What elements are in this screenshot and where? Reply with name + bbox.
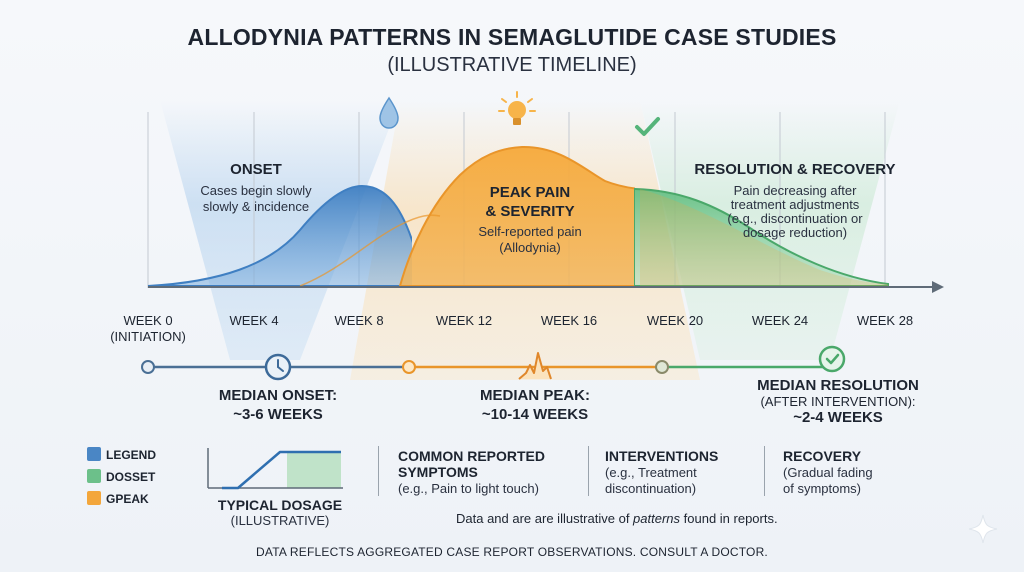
median-peak-value: ~10-14 WEEKS [481, 406, 589, 423]
resolution-title: RESOLUTION & RECOVERY [694, 161, 896, 178]
symptoms-title-2: SYMPTOMS [398, 464, 478, 480]
resolution-underlay [640, 189, 888, 286]
median-onset-value: ~3-6 WEEKS [233, 406, 323, 423]
peak-desc-2: (Allodynia) [499, 240, 561, 255]
checkmark-icon [635, 117, 660, 136]
median-peak-label: MEDIAN PEAK: [479, 387, 590, 404]
note-text-after: found in reports. [680, 511, 778, 526]
dosage-chart [207, 448, 343, 490]
note-text-before: Data and are are illustrative of [456, 511, 634, 526]
note-text-emphasis: patterns [633, 511, 681, 526]
divider-3 [764, 446, 765, 496]
week-label-2: WEEK 8 [334, 313, 384, 328]
page-subtitle: (ILLUSTRATIVE TIMELINE) [387, 54, 637, 76]
interventions-text-1: (e.g., Treatment [605, 465, 697, 480]
symptoms-text: (e.g., Pain to light touch) [398, 481, 539, 496]
legend-label-0: LEGEND [106, 448, 157, 462]
recovery-text-2: of symptoms) [783, 481, 862, 496]
median-resolution-value: ~2-4 WEEKS [793, 409, 883, 426]
resolution-desc-3: (e.g., discontinuation or [727, 211, 863, 226]
resolution-desc-2: treatment adjustments [730, 197, 860, 212]
peak-tail-curve [299, 214, 441, 287]
peak-desc-1: Self-reported pain [478, 224, 582, 239]
week-label-0: WEEK 0 [123, 313, 173, 328]
resolution-desc-4: dosage reduction) [742, 225, 848, 240]
axis-arrowhead [932, 281, 944, 293]
legend-swatch-0 [87, 447, 101, 461]
week-label-4: WEEK 16 [540, 313, 598, 328]
onset-beam [160, 100, 400, 360]
week-label-1: WEEK 4 [229, 313, 279, 328]
sparkle-icon [968, 514, 998, 544]
clock-icon [264, 353, 292, 381]
page-title: ALLODYNIA PATTERNS IN SEMAGLUTIDE CASE S… [187, 24, 837, 50]
legend-swatch-1 [87, 469, 101, 483]
median-resolution-sub: (AFTER INTERVENTION): [760, 394, 916, 409]
footer-disclaimer: DATA REFLECTS AGGREGATED CASE REPORT OBS… [256, 545, 768, 559]
interventions-title: INTERVENTIONS [605, 448, 719, 464]
onset-desc-2: slowly & incidence [202, 199, 310, 214]
recovery-text-1: (Gradual fading [783, 465, 873, 480]
resolution-desc-1: Pain decreasing after [733, 183, 857, 198]
dosage-title: TYPICAL DOSAGE [217, 497, 343, 513]
lightbulb-icon [498, 91, 536, 125]
resolution-curve [634, 187, 889, 287]
water-drop-icon [379, 96, 399, 129]
week-label-6: WEEK 24 [751, 313, 809, 328]
divider-1 [378, 446, 379, 496]
onset-title: ONSET [230, 161, 282, 178]
divider-2 [588, 446, 589, 496]
median-resolution-label: MEDIAN RESOLUTION [757, 377, 919, 394]
peak-curve [398, 145, 635, 287]
recovery-title: RECOVERY [783, 448, 862, 464]
onset-desc-1: Cases begin slowly [200, 183, 312, 198]
interventions-text-2: discontinuation) [605, 481, 697, 496]
peak-spike-icon [518, 352, 552, 380]
legend-label-1: DOSSET [106, 470, 156, 484]
illustrative-note: Data and are are illustrative of pattern… [456, 511, 778, 526]
week-label-5: WEEK 20 [646, 313, 704, 328]
symptoms-title-1: COMMON REPORTED [398, 448, 545, 464]
median-onset-label: MEDIAN ONSET: [218, 387, 338, 404]
check-circle-icon [818, 345, 846, 373]
legend-label-2: GPEAK [106, 492, 149, 506]
week-label-3: WEEK 12 [435, 313, 493, 328]
legend-swatch-2 [87, 491, 101, 505]
peak-title-2: & SEVERITY [485, 203, 575, 220]
week-sub-0: (INITIATION) [110, 329, 186, 344]
peak-title-1: PEAK PAIN [489, 184, 571, 201]
resolution-beam [640, 100, 900, 360]
week-label-7: WEEK 28 [856, 313, 914, 328]
dosage-sub: (ILLUSTRATIVE) [230, 513, 330, 528]
